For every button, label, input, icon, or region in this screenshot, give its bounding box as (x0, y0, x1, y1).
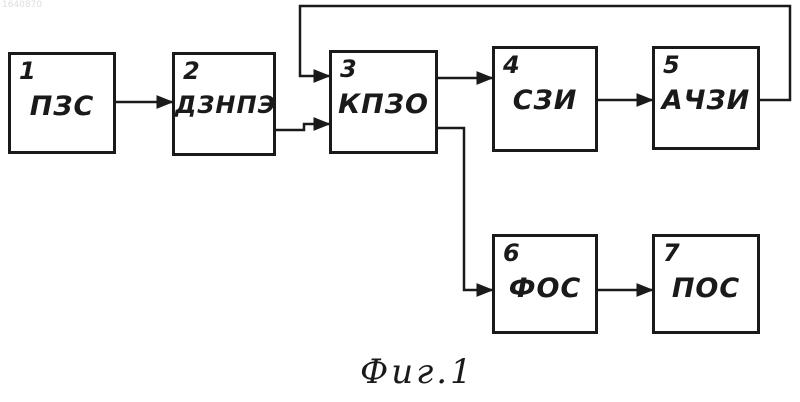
block-2: 2 ДЗНПЭ (172, 52, 276, 156)
block-5: 5 АЧЗИ (652, 46, 760, 150)
block-3-number: 3 (340, 55, 357, 83)
block-7-number: 7 (663, 239, 680, 267)
block-1-number: 1 (19, 57, 36, 85)
block-1: 1 ПЗС (8, 52, 116, 154)
arrow-3-to-6 (438, 128, 492, 290)
block-3-label: КПЗО (332, 89, 435, 120)
block-6-number: 6 (503, 239, 520, 267)
block-5-label: АЧЗИ (655, 85, 757, 116)
block-6: 6 ФОС (492, 234, 598, 334)
block-3: 3 КПЗО (329, 50, 438, 154)
block-7: 7 ПОС (652, 234, 760, 334)
block-4-label: СЗИ (495, 85, 595, 116)
block-4-number: 4 (503, 51, 520, 79)
block-2-label: ДЗНПЭ (175, 91, 273, 119)
block-7-label: ПОС (655, 273, 757, 304)
block-6-label: ФОС (495, 273, 595, 304)
block-2-number: 2 (183, 57, 200, 85)
block-5-number: 5 (663, 51, 680, 79)
block-4: 4 СЗИ (492, 46, 598, 152)
arrow-2-to-3 (276, 124, 329, 130)
block-1-label: ПЗС (11, 91, 113, 122)
figure-caption: Фиг.1 (360, 352, 475, 392)
